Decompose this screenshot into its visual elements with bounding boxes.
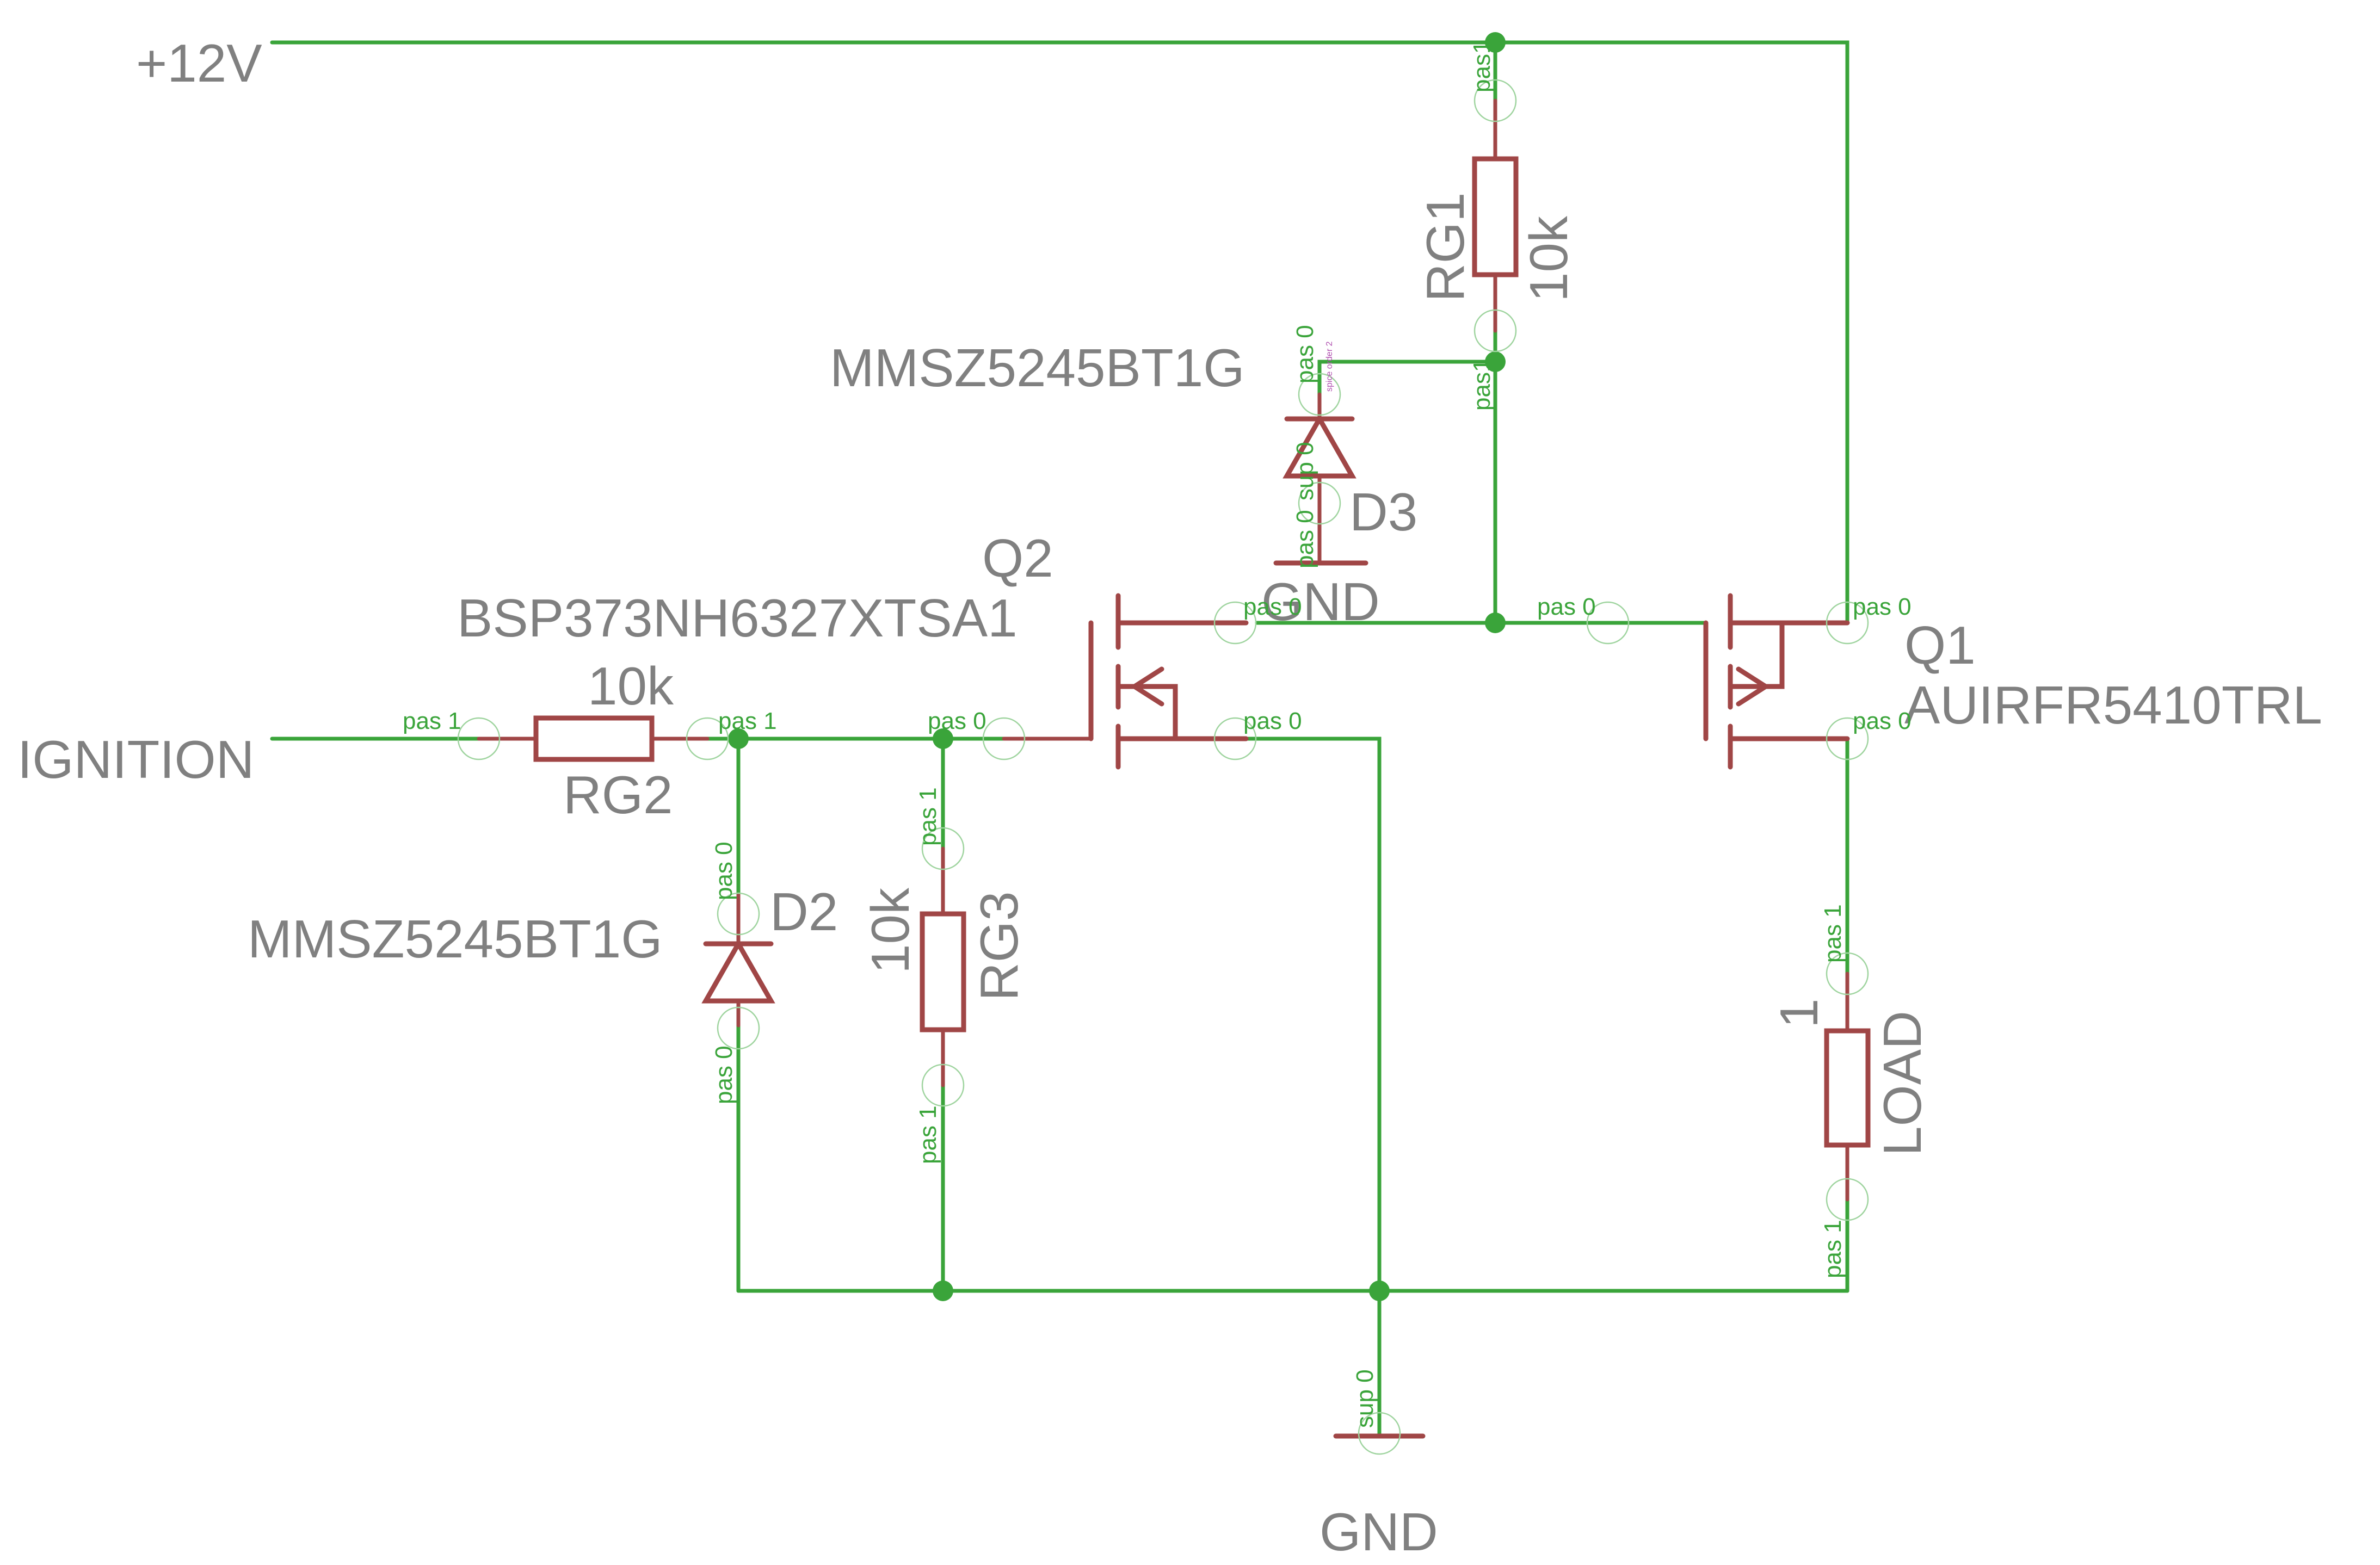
rg3-name: RG3 — [969, 891, 1029, 1001]
junction-dot — [1369, 1281, 1390, 1301]
pin-label: pas 0 — [1243, 593, 1302, 620]
resistor-load — [1824, 972, 1871, 1202]
junction-dot — [728, 728, 749, 749]
q1-name: Q1 — [1904, 615, 1976, 675]
rg2-name: RG2 — [563, 765, 673, 825]
mosfet-q2 — [1002, 593, 1249, 770]
net-label-ignition: IGNITION — [17, 729, 255, 789]
pin-ring — [921, 1063, 965, 1107]
pin-ring — [921, 827, 965, 870]
labels: +12V IGNITION GND GND RG1 10k 10k RG2 10… — [17, 33, 2322, 1562]
mosfet-q1 — [1703, 593, 1850, 770]
wire-rg1-bottom — [1317, 329, 1497, 397]
junction-dot — [1485, 351, 1506, 372]
wire-supply-rail — [270, 40, 1849, 625]
pin-label: pas 1 — [915, 1105, 941, 1164]
pin-ring — [1358, 1412, 1401, 1455]
d3-name: D3 — [1349, 482, 1417, 542]
pin-ring — [1213, 717, 1257, 760]
pin-rings — [457, 79, 1869, 1455]
junction-dot — [1485, 613, 1506, 633]
pin-labels: pas1 pas1 pas 0 sup 0 pas 0 spice order … — [403, 41, 1912, 1428]
rg1-value: 10k — [1519, 215, 1579, 302]
pin-label: pas 0 — [1853, 593, 1912, 620]
pin-ring — [1826, 601, 1869, 645]
resistor-rg1 — [1472, 98, 1519, 333]
net-label-gnd-bottom: GND — [1320, 1502, 1438, 1562]
d2-name: D2 — [770, 882, 838, 942]
pin-ring — [457, 717, 501, 760]
pin-ring — [1826, 717, 1869, 760]
pin-label: pas 1 — [1820, 1220, 1846, 1278]
junctions — [728, 32, 1506, 1301]
resistor-rg3 — [920, 846, 966, 1087]
pin-ring — [717, 892, 760, 936]
rg2-value: 10k — [588, 656, 674, 716]
pin-label: pas 0 — [711, 842, 737, 900]
pin-ring — [1298, 481, 1341, 525]
wires — [270, 40, 1849, 1438]
pin-ring — [717, 1006, 760, 1050]
pin-label: pas1 — [1469, 359, 1495, 411]
junction-dot — [1485, 32, 1506, 53]
pin-label: pas 1 — [403, 708, 461, 734]
d2-value: MMSZ5245BT1G — [248, 909, 662, 969]
pin-ring — [1213, 601, 1257, 645]
zener-diode-d2 — [701, 893, 775, 1028]
pin-label: pas 0 — [1292, 325, 1318, 383]
load-name: LOAD — [1872, 1011, 1932, 1156]
pin-label: pas 0 — [1243, 708, 1302, 734]
pin-label: pas 0 — [928, 708, 986, 734]
net-label-gnd-d3: GND — [1261, 572, 1380, 632]
junction-dot — [933, 728, 953, 749]
pin-ring — [1826, 1178, 1869, 1221]
pin-label: pas 0 — [1537, 593, 1596, 620]
pin-ring — [1826, 952, 1869, 995]
pin-label: sup 0 — [1292, 442, 1318, 500]
pin-ring — [1473, 309, 1517, 352]
junction-dot — [933, 1281, 953, 1301]
pin-ring — [1473, 79, 1517, 122]
wire-q2-source — [1244, 737, 1382, 1293]
pin-label: pas 0 — [1292, 510, 1318, 568]
net-label-supply: +12V — [136, 33, 262, 93]
pin-label: pas 1 — [915, 787, 941, 846]
pin-ring — [1298, 373, 1341, 416]
load-value: 1 — [1769, 998, 1829, 1028]
pin-label: pas1 — [1469, 41, 1495, 92]
resistor-rg2 — [477, 715, 710, 762]
rg1-name: RG1 — [1415, 192, 1475, 302]
pin-label: pas 1 — [718, 708, 777, 734]
pin-ring — [1586, 601, 1630, 645]
pin-ring — [982, 717, 1026, 760]
pin-label: pas 0 — [711, 1046, 737, 1104]
d3-value: MMSZ5245BT1G — [830, 338, 1244, 398]
pin-ring — [686, 717, 729, 760]
pin-label-small: spice order 2 — [1325, 341, 1334, 392]
rg3-value: 10k — [860, 887, 920, 974]
pin-label: sup 0 — [1352, 1369, 1378, 1428]
pin-label: pas 1 — [1820, 904, 1846, 963]
q2-value: BSP373NH6327XTSA1 — [457, 588, 1018, 648]
q2-name: Q2 — [982, 528, 1053, 588]
pin-label: pas 0 — [1853, 708, 1912, 734]
q1-value: AUIRFR5410TRL — [1904, 675, 2322, 735]
